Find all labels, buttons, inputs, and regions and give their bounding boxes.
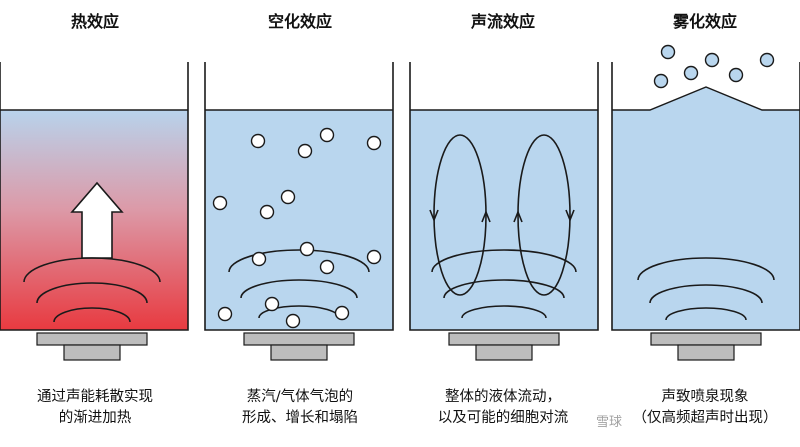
circulation-loop-icon [517,134,571,296]
droplet-icon [660,44,676,60]
caption-thermal: 通过声能耗散实现 的渐进加热 [0,387,190,429]
bubble-icon [285,313,301,329]
transducer-base-icon [677,344,735,361]
sound-wave-icon [228,249,370,273]
transducer-base-icon [63,344,121,361]
caption-atomization: 声致喷泉现象 （仅高频超声时出现） [610,387,800,429]
bubble-icon [366,249,382,265]
bubble-icon [251,251,267,267]
watermark: 雪球 [596,415,623,430]
transducer-base-icon [475,344,533,361]
caption-line: 形成、增长和塌陷 [242,410,358,426]
caption-streaming: 整体的液体流动， 以及可能的细胞对流 [408,387,598,429]
up-arrowhead-icon [513,209,523,223]
up-arrowhead-icon [481,209,491,223]
droplet-icon [728,67,744,83]
transducer-icon [448,332,560,346]
panel-cavitation [204,62,394,361]
sound-wave-icon [36,282,148,304]
panel-streaming [409,62,599,361]
droplet-icon [759,52,775,68]
tank-outline [0,62,189,331]
bubble-icon [250,133,266,149]
caption-line: 声致喷泉现象 [661,389,749,405]
transducer-icon [650,332,762,346]
bubble-icon [366,135,382,151]
transducer-icon [36,332,148,346]
sound-wave-icon [649,284,763,304]
panel-title-atomization: 雾化效应 [672,12,737,31]
droplet-icon [653,73,669,89]
droplet-icon [704,52,720,68]
caption-line: 蒸汽/气体气泡的 [246,389,354,405]
up-arrow-icon [70,181,124,259]
bubble-icon [319,259,335,275]
circulation-loop-icon [433,134,487,296]
down-arrowhead-icon [565,209,575,223]
bubble-icon [319,127,335,143]
panel-title-streaming: 声流效应 [470,12,535,31]
tank-outline [611,62,800,331]
sound-wave-icon [461,305,547,319]
liquid [410,110,598,330]
sound-wave-icon [240,279,358,299]
tank-outline [409,62,599,331]
bubble-icon [259,204,275,220]
sound-wave-icon [431,249,577,273]
bubble-icon [217,306,233,322]
bubble-icon [280,189,296,205]
down-arrowhead-icon [429,209,439,223]
liquid-fountain-surface [612,86,800,111]
sound-wave-icon [23,257,161,283]
panel-title-cavitation: 空化效应 [267,12,332,31]
transducer-base-icon [270,344,328,361]
caption-line: 通过声能耗散实现 [37,389,153,405]
bubble-icon [297,143,313,159]
sound-wave-icon [637,257,775,281]
tank-outline [204,62,394,331]
liquid [612,87,800,330]
droplet-icon [683,65,699,81]
caption-line: （仅高频超声时出现） [632,410,778,426]
bubble-icon [212,195,228,211]
sound-wave-icon [665,307,747,321]
caption-cavitation: 蒸汽/气体气泡的 形成、增长和塌陷 [205,387,395,429]
panel-thermal [0,62,189,361]
liquid [205,110,393,330]
sound-wave-icon [53,307,131,323]
bubble-icon [264,296,280,312]
bubble-icon [334,305,350,321]
panel-atomization [611,44,800,361]
sound-wave-icon [443,279,565,299]
caption-line: 整体的液体流动， [445,389,561,405]
panel-title-thermal: 热效应 [70,12,119,31]
bubble-icon [299,241,315,257]
transducer-icon [243,332,355,346]
caption-line: 的渐进加热 [58,410,132,426]
caption-line: 以及可能的细胞对流 [437,410,569,426]
